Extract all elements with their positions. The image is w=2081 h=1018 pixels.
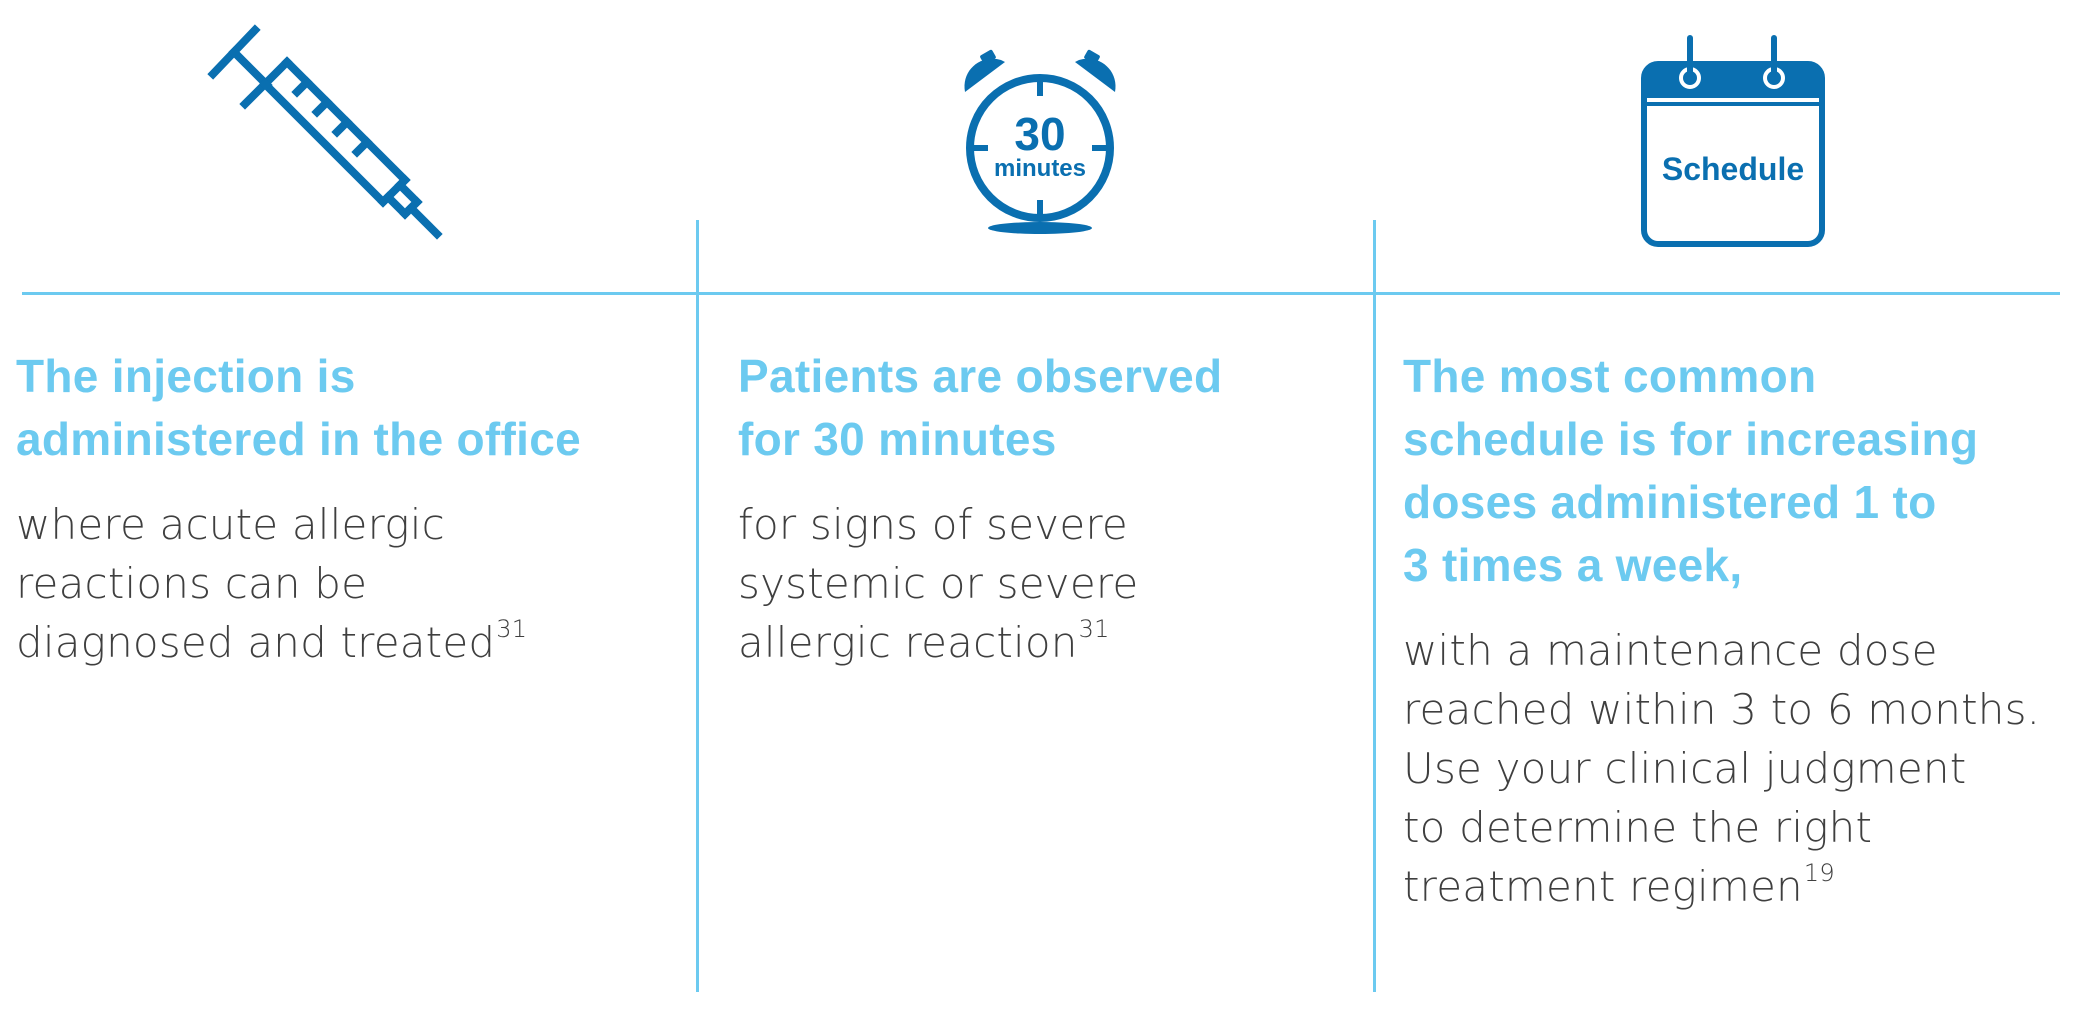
heading-line: The most common [1403, 350, 1817, 402]
column-heading: The injection is administered in the off… [16, 345, 676, 471]
calendar-icon: Schedule [1638, 34, 1828, 250]
column-body: with a maintenance dose reached within 3… [1403, 621, 2075, 923]
clock-unit: minutes [994, 155, 1086, 182]
heading-line: The injection is [16, 350, 356, 402]
horizontal-divider [22, 292, 2060, 295]
reference-superscript: 19 [1803, 859, 1835, 887]
vertical-divider-2 [1373, 220, 1376, 992]
column-body: for signs of severe systemic or severe a… [738, 495, 1358, 679]
alarm-clock-icon: 30 minutes [955, 48, 1125, 238]
column-schedule: The most common schedule is for increasi… [1403, 345, 2075, 923]
body-line: for signs of severe [738, 500, 1128, 549]
column-heading: Patients are observed for 30 minutes [738, 345, 1358, 471]
heading-line: schedule is for increasing [1403, 413, 1979, 465]
vertical-divider-1 [696, 220, 699, 992]
reference-superscript: 31 [496, 615, 528, 643]
body-line: treatment regimen [1403, 862, 1803, 911]
body-line: systemic or severe [738, 559, 1139, 608]
heading-line: for 30 minutes [738, 413, 1057, 465]
column-body: where acute allergic reactions can be di… [16, 495, 676, 679]
column-observation: Patients are observed for 30 minutes for… [738, 345, 1358, 679]
calendar-label: Schedule [1662, 151, 1804, 187]
heading-line: Patients are observed [738, 350, 1223, 402]
column-office-injection: The injection is administered in the off… [16, 345, 676, 679]
body-line: diagnosed and treated [16, 618, 496, 667]
heading-line: doses administered 1 to [1403, 476, 1937, 528]
body-line: Use your clinical judgment [1403, 744, 1967, 793]
body-line: allergic reaction [738, 618, 1078, 667]
heading-line: administered in the office [16, 413, 582, 465]
body-line: reached within 3 to 6 months. [1403, 685, 2041, 734]
reference-superscript: 31 [1078, 615, 1110, 643]
heading-line: 3 times a week, [1403, 539, 1743, 591]
clock-number: 30 [1014, 108, 1065, 160]
body-line: with a maintenance dose [1403, 626, 1938, 675]
body-line: reactions can be [16, 559, 368, 608]
syringe-icon [205, 22, 445, 254]
body-line: to determine the right [1403, 803, 1873, 852]
body-line: where acute allergic [16, 500, 445, 549]
column-heading: The most common schedule is for increasi… [1403, 345, 2075, 597]
